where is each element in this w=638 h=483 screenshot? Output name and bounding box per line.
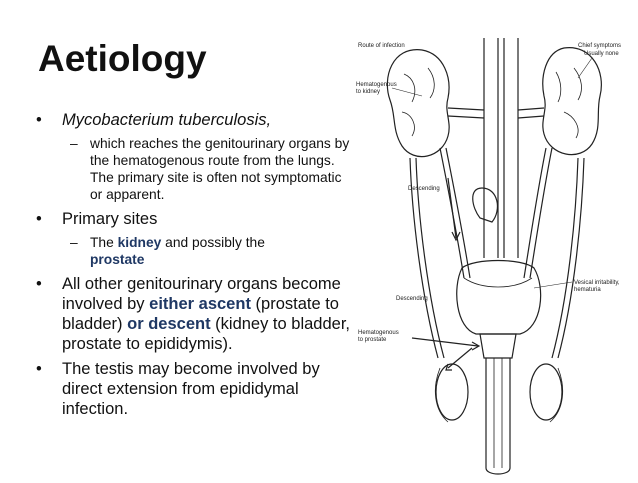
label-usually-none: Usually none: [584, 51, 619, 57]
right-testis: [529, 363, 563, 421]
bullet-3-text-b: (prostate to bladder): [62, 295, 339, 333]
label-hematogenous-prostate-2: to prostate: [358, 337, 387, 343]
bullet-4-text: The testis may become involved by direct…: [62, 360, 320, 418]
left-kidney: [386, 49, 450, 158]
bullet-2-text: Primary sites: [62, 210, 158, 228]
hematogenous-arrow-prostate: [411, 337, 479, 347]
descending-arrow-mid: [447, 347, 473, 369]
sub-bullet-2-text-a: The: [90, 235, 118, 250]
label-vesical-irritability: Vesical irritability,: [574, 280, 620, 286]
bullet-2: • Primary sites: [30, 209, 355, 229]
label-route-of-infection: Route of infection: [358, 43, 405, 49]
kidney-highlight: kidney: [117, 235, 162, 250]
sub-bullet-1-text: which reaches the genitourinary organs b…: [90, 136, 350, 202]
left-testis: [435, 363, 469, 421]
label-descending-2: Descending: [396, 296, 428, 302]
right-ureter: [523, 147, 553, 279]
sub-bullet-1: – which reaches the genitourinary organs…: [30, 135, 355, 203]
label-hematogenous-prostate-1: Hematogenous: [358, 330, 399, 336]
descending-arrow-left: [447, 177, 457, 239]
anatomy-illustration: Route of infection Chief symptoms Usuall…: [352, 38, 634, 478]
bullet-3: • All other genitourinary organs become …: [30, 274, 355, 354]
or-descent-highlight: or descent: [127, 315, 211, 333]
bladder: [456, 259, 542, 335]
sub-bullet-dash: –: [70, 136, 78, 151]
aorta: [483, 38, 519, 258]
sub-bullet-dash: –: [70, 235, 78, 250]
genitourinary-diagram: Route of infection Chief symptoms Usuall…: [356, 38, 621, 475]
bullet-1-text: Mycobacterium tuberculosis,: [62, 111, 272, 129]
bullet-dot: •: [36, 210, 42, 228]
prostate: [479, 333, 517, 359]
bullet-4: • The testis may become involved by dire…: [30, 359, 355, 419]
label-hematuria: hematuria: [574, 287, 601, 293]
slide-title: Aetiology: [38, 38, 207, 79]
slide-body: • Mycobacterium tuberculosis, – which re…: [30, 110, 355, 424]
right-kidney: [542, 47, 602, 156]
bullet-dot: •: [36, 111, 42, 129]
left-ureter: [439, 147, 471, 279]
bullet-1: • Mycobacterium tuberculosis,: [30, 110, 355, 130]
either-ascent-highlight: either ascent: [149, 295, 251, 313]
bullet-3-text-c: (kidney to bladder, prostate to epididym…: [62, 315, 350, 353]
prostate-highlight: prostate: [90, 252, 145, 267]
label-descending-1: Descending: [408, 186, 440, 192]
bullet-dot: •: [36, 360, 42, 378]
label-hematogenous-kidney-1: Hematogenous: [356, 82, 397, 88]
label-chief-symptoms: Chief symptoms: [578, 43, 621, 49]
sub-bullet-2: – The kidney and possibly the prostate: [30, 234, 355, 268]
sub-bullet-2-text-b: and possibly the: [161, 235, 265, 250]
seminal-vesicle: [472, 187, 499, 223]
penis: [485, 358, 511, 475]
bullet-dot: •: [36, 275, 42, 293]
bullet-3-text-a: All other genitourinary organs become in…: [62, 275, 341, 313]
label-hematogenous-kidney-2: to kidney: [356, 89, 380, 95]
